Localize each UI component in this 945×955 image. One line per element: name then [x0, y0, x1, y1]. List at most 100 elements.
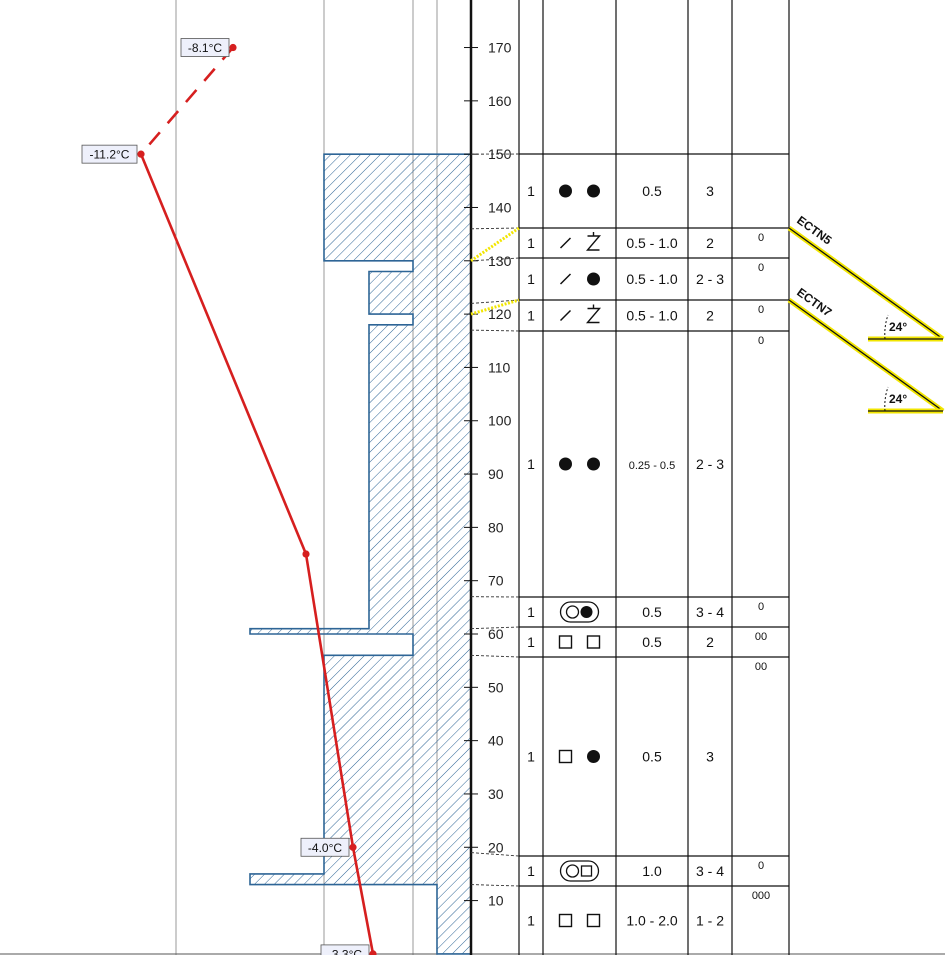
grain-size: 1.0	[642, 863, 662, 879]
grain-form-symbol	[559, 304, 602, 324]
depth-tick-label: 60	[488, 626, 504, 642]
wetness-value: 00	[755, 631, 767, 643]
depth-tick-label: 40	[488, 733, 504, 749]
depth-tick-label: 130	[488, 253, 512, 269]
temperature-segment	[139, 153, 308, 555]
hardness-value: 2	[706, 308, 714, 324]
layer-count: 1	[527, 183, 535, 199]
hardness-value: 1 - 2	[696, 913, 724, 929]
grain-form-symbol	[559, 860, 600, 882]
depth-tick-label: 170	[488, 40, 512, 56]
temperature-point	[349, 843, 357, 851]
temperature-segment	[304, 553, 355, 848]
grain-form-symbol	[558, 635, 601, 649]
grain-size: 0.5	[642, 634, 662, 650]
wetness-value: 0	[758, 262, 764, 274]
wetness-value: 0	[758, 601, 764, 613]
rounded-grain-icon	[587, 184, 600, 198]
depth-tick-label: 90	[488, 466, 504, 482]
grain-size: 0.25 - 0.5	[629, 460, 675, 472]
melt-form-icon	[559, 601, 600, 623]
layer-count: 1	[527, 604, 535, 620]
melt-facet-icon	[559, 860, 600, 882]
layer-count: 1	[527, 308, 535, 324]
wetness-value: 000	[752, 890, 770, 902]
depth-tick-label: 140	[488, 199, 512, 215]
hardness-value: 3	[706, 749, 714, 765]
grain-size: 0.5 - 1.0	[626, 271, 678, 287]
surface-hoar-icon	[585, 307, 602, 324]
layer-count: 1	[527, 749, 535, 765]
faceted-grain-icon	[558, 749, 573, 764]
layer-count: 1	[527, 863, 535, 879]
grain-form-symbol	[559, 184, 600, 198]
grain-size: 0.5 - 1.0	[626, 235, 678, 251]
depth-tick-label: 30	[488, 786, 504, 802]
rounded-grain-icon	[587, 272, 600, 286]
layer-connector	[470, 654, 520, 658]
depth-tick-label: 10	[488, 893, 504, 909]
temperature-label: -8.1°C	[188, 41, 222, 55]
grain-form-symbol	[559, 272, 600, 286]
depth-axis: 1020304050607080901001101201301401501601…	[464, 0, 512, 955]
depth-tick-label: 160	[488, 93, 512, 109]
wetness-value: 0	[758, 304, 764, 316]
temperature-label-box	[300, 837, 350, 857]
temperature-point	[302, 550, 310, 558]
layer-connector	[470, 329, 520, 332]
temperature-point	[229, 43, 237, 52]
depth-tick-label: 20	[488, 839, 504, 855]
layer-count: 1	[527, 456, 535, 472]
temperature-point	[369, 950, 377, 955]
layer-count: 1	[527, 913, 535, 929]
grain-size: 0.5	[642, 749, 662, 765]
grain-form-symbol	[559, 457, 600, 471]
depth-tick-label: 110	[488, 359, 511, 375]
temperature-segment	[140, 46, 234, 156]
rounded-grain-icon	[559, 457, 572, 471]
hardness-area	[249, 153, 472, 955]
layer-connector	[470, 884, 520, 887]
slope-angle-label: 24°	[889, 320, 907, 334]
grain-size: 1.0 - 2.0	[626, 913, 678, 929]
layer-connector	[470, 227, 520, 230]
decomposing-fragment-icon	[559, 309, 572, 322]
stability-test-label: ECTN5	[794, 213, 834, 248]
temperature-label: -11.2°C	[90, 148, 130, 162]
wetness-value: 0	[758, 860, 764, 872]
faceted-grain-icon	[558, 913, 573, 928]
grain-form-symbol	[559, 601, 600, 623]
rounded-grain-icon	[587, 750, 600, 763]
angle-arc	[884, 314, 889, 340]
slope-angle-label: 24°	[889, 392, 907, 406]
temperature-label-box	[81, 144, 138, 164]
grain-form-symbol	[558, 749, 600, 764]
depth-tick-label: 100	[488, 413, 512, 429]
layer-count: 1	[527, 235, 535, 251]
hardness-value: 2	[706, 235, 714, 251]
wetness-value: 00	[755, 661, 767, 673]
depth-tick-label: 80	[488, 519, 504, 535]
temperature-segment	[351, 847, 375, 955]
surface-hoar-icon	[585, 235, 602, 251]
table-row: 1 1.0 - 2.0 1 - 2 000	[527, 890, 770, 929]
decomposing-fragment-icon	[559, 237, 572, 249]
layer-connector	[470, 299, 520, 304]
layer-connector	[470, 257, 520, 262]
hardness-value: 3 - 4	[696, 604, 724, 620]
depth-tick-label: 50	[488, 679, 504, 695]
hardness-value: 3	[706, 183, 714, 199]
depth-tick-label: 150	[488, 146, 512, 162]
weak-layer-connector	[470, 226, 520, 263]
decomposing-fragment-icon	[559, 273, 572, 285]
stability-test-marker: ECTN5 24°	[787, 213, 945, 342]
